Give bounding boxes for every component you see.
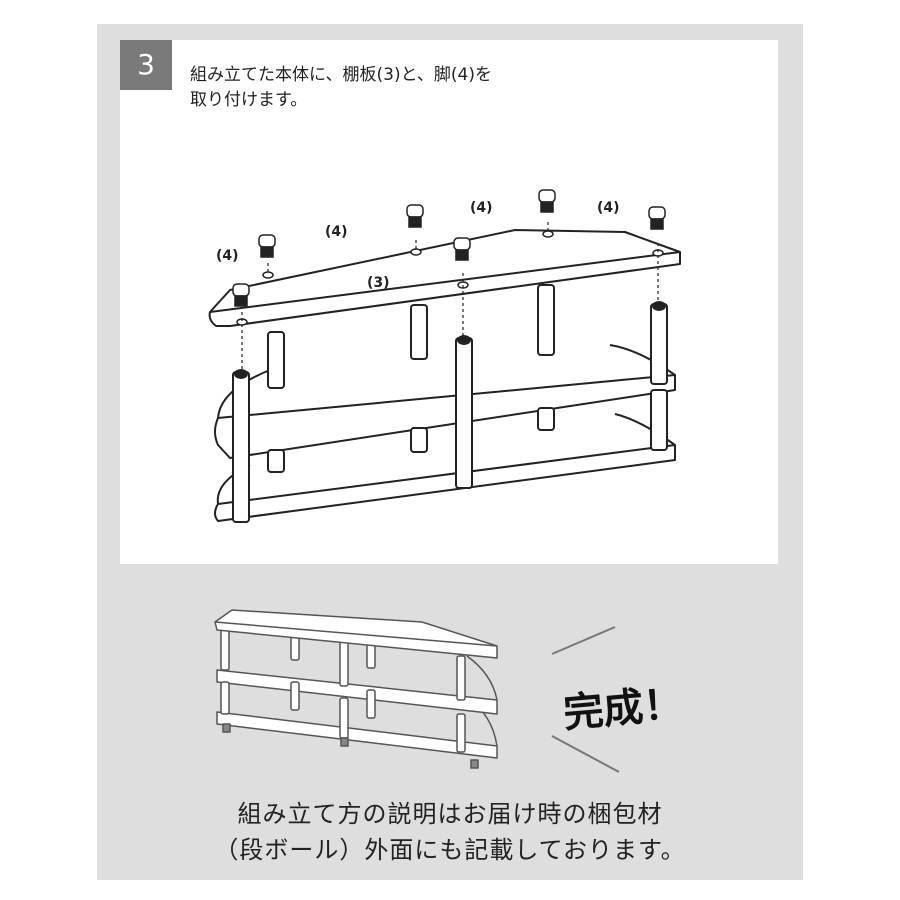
step-panel: 3 組み立てた本体に、棚板(3)と、脚(4)を 取り付けます。 bbox=[120, 40, 778, 564]
label-shelf: (3) bbox=[367, 275, 390, 291]
label-leg-a: (4) bbox=[216, 248, 239, 264]
leg-6 bbox=[648, 206, 666, 230]
step-instruction-line1: 組み立てた本体に、棚板(3)と、脚(4)を bbox=[190, 65, 492, 85]
bottom-shelf bbox=[214, 444, 676, 522]
note-line2: （段ボール）外面にも記載しております。 bbox=[214, 836, 686, 864]
leg-1 bbox=[232, 283, 250, 307]
leg-3 bbox=[406, 204, 424, 228]
middle-shelf bbox=[214, 374, 676, 459]
leg-5 bbox=[538, 189, 556, 213]
leg-2 bbox=[258, 234, 276, 258]
label-leg-b: (4) bbox=[325, 224, 348, 240]
assembly-diagram: (4) (4) (4) (4) (3) bbox=[208, 189, 681, 523]
leg-4 bbox=[453, 237, 471, 261]
completion-text: 完成！ bbox=[561, 680, 686, 738]
completed-rack-illustration bbox=[214, 609, 620, 773]
label-leg-d: (4) bbox=[597, 200, 620, 216]
legs bbox=[232, 189, 666, 307]
instruction-page: 3 組み立てた本体に、棚板(3)と、脚(4)を 取り付けます。 bbox=[97, 24, 803, 880]
step-number-badge: 3 bbox=[120, 40, 172, 90]
top-shelf bbox=[208, 229, 681, 327]
note-line1: 組み立て方の説明はお届け時の梱包材 bbox=[237, 800, 663, 828]
label-leg-c: (4) bbox=[470, 200, 493, 216]
step-instruction-line2: 取り付けます。 bbox=[190, 90, 308, 110]
